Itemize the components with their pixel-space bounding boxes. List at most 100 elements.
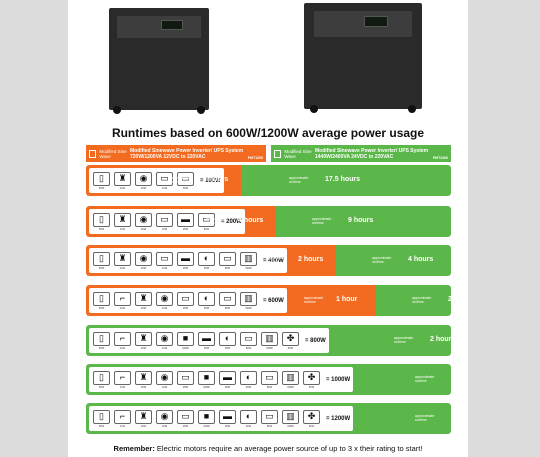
approx-runtime-label: approximate runtime	[289, 176, 309, 184]
appliance-list: ▯50W⌐11W♜20W◉12W■100W▬25W◐30W▭80W▥150W✤6…	[89, 328, 329, 353]
pc-icon: ▥	[240, 291, 257, 306]
runtime-row: ▯50W⌐11W♜20W◉12W▭25W■100W▬25W◐30W▭80W▥15…	[86, 364, 451, 395]
appliance: ◉12W	[155, 331, 174, 350]
approx-runtime-label: approximate runtime	[304, 296, 324, 304]
remember-note: Remember: Electric motors require an ave…	[68, 444, 468, 453]
page-title: Runtimes based on 600W/1200W average pow…	[111, 126, 425, 140]
lamp-icon: ♜	[135, 370, 152, 385]
appliance-wattage: 25W	[224, 385, 231, 389]
router-icon: ▭	[156, 251, 173, 266]
monitor-icon: ▭	[219, 291, 236, 306]
pmt2400-bar	[336, 245, 451, 276]
runtime-row: ▯50W⌐11W♜20W◉12W▭25W■100W▬25W◐30W▭80W▥15…	[86, 403, 451, 434]
model-code: PMT2400	[432, 156, 448, 160]
monitor-icon: ▭	[261, 409, 278, 424]
lamp-icon: ♜	[135, 409, 152, 424]
lamp-icon: ♜	[114, 212, 131, 227]
appliance: ▭25W	[176, 409, 195, 428]
pmt2400-runtime: 2 hours	[430, 336, 451, 343]
alarm-icon: ◉	[135, 171, 152, 186]
appliance-wattage: 80W	[224, 266, 231, 270]
appliance-wattage: 150W	[287, 385, 294, 389]
badge-label: Modified Sine Wave	[284, 148, 312, 159]
lamp-icon: ♜	[114, 171, 131, 186]
desk-lamp-icon: ⌐	[114, 291, 131, 306]
total-wattage: = 400W	[263, 257, 284, 264]
inverter-cabinet-small	[109, 8, 209, 114]
approx-runtime-label: approximate runtime	[415, 414, 435, 422]
appliance: ▯50W	[92, 212, 111, 231]
appliance-wattage: 11W	[120, 385, 125, 389]
cabinet-display	[364, 16, 388, 27]
appliance: ▯50W	[92, 331, 111, 350]
appliance-wattage: 80W	[245, 346, 252, 350]
appliance-wattage: 12W	[161, 227, 168, 231]
appliance-wattage: 20W	[140, 186, 147, 190]
appliance-wattage: 12W	[161, 306, 168, 310]
alarm-icon: ◉	[156, 291, 173, 306]
appliance: ▯50W	[92, 370, 111, 389]
sine-wave-icon	[89, 149, 97, 158]
total-wattage: = 600W	[263, 297, 284, 304]
appliance: ♜11W	[113, 171, 132, 190]
appliance: ▭12W	[155, 171, 174, 190]
total-wattage: = 1000W	[326, 376, 351, 383]
appliance-wattage: 20W	[140, 424, 147, 428]
header-description: Modified Sinewave Power Inverter/ UPS Sy…	[315, 147, 429, 160]
pmt2400-bar	[241, 165, 451, 196]
appliance-wattage: 12W	[161, 186, 168, 190]
pmt1200-runtime: 2 hours	[298, 256, 324, 263]
appliance-wattage: 30W	[245, 424, 252, 428]
desk-lamp-icon: ⌐	[114, 370, 131, 385]
appliance-wattage: 80W	[203, 227, 210, 231]
appliance-list: ▯50W⌐11W♜20W◉12W▭25W■100W▬25W◐30W▭80W▥15…	[89, 406, 354, 431]
appliance-list: ▯50W⌐11W♜20W◉12W▭25W■100W▬25W◐30W▭80W▥15…	[89, 367, 354, 392]
router-icon: ▭	[156, 212, 173, 227]
appliance: ♜20W	[134, 370, 153, 389]
appliance: ⌐11W	[113, 331, 132, 350]
header-description: Modified Sinewave Power Inverter/ UPS Sy…	[130, 147, 244, 160]
appliance-wattage: 12W	[161, 424, 168, 428]
decoder-icon: ▬	[219, 370, 236, 385]
appliance: ▥150W	[260, 331, 279, 350]
desk-lamp-icon: ⌐	[114, 409, 131, 424]
fan-icon: ✤	[282, 331, 299, 346]
appliance-wattage: 25W	[182, 424, 189, 428]
dish-icon: ◐	[219, 331, 236, 346]
appliance: ▭12W	[155, 251, 174, 270]
appliance-wattage: 100W	[203, 385, 210, 389]
approx-runtime-label: approximate runtime	[412, 296, 432, 304]
appliance-wattage: 11W	[120, 346, 125, 350]
router-icon: ▭	[177, 409, 194, 424]
appliance-wattage: 12W	[161, 346, 168, 350]
monitor-icon: ▭	[261, 370, 278, 385]
appliance: ⌐11W	[113, 370, 132, 389]
alarm-icon: ◉	[135, 251, 152, 266]
wheel-icon	[197, 106, 205, 114]
appliance: ▬25W	[176, 212, 195, 231]
appliance-wattage: 25W	[182, 227, 189, 231]
appliance: ◉12W	[155, 409, 174, 428]
appliance: ♜11W	[113, 212, 132, 231]
total-wattage: = 200W	[221, 218, 242, 225]
appliance-wattage: 60W	[308, 424, 315, 428]
wheel-icon	[113, 106, 121, 114]
decoder-icon: ▬	[198, 331, 215, 346]
approx-runtime-label: approximate runtime	[394, 336, 414, 344]
appliance-wattage: 20W	[140, 227, 147, 231]
alarm-icon: ◉	[135, 212, 152, 227]
appliance: ▬25W	[218, 409, 237, 428]
pmt2400-runtime: 2.5 hours	[448, 296, 451, 303]
appliance: ▭25W	[176, 291, 195, 310]
phone-icon: ▯	[93, 291, 110, 306]
appliance-wattage: 30W	[203, 306, 210, 310]
appliance-list: ▯50W♜11W◉20W▭12W▬25W◐30W▭80W▥150W= 400W	[89, 248, 287, 273]
monitor-icon: ▭	[198, 212, 215, 227]
appliance: ♜20W	[134, 331, 153, 350]
appliance: ✤60W	[302, 370, 321, 389]
fan-icon: ✤	[303, 409, 320, 424]
inverter-cabinet-large	[304, 3, 422, 113]
appliance-wattage: 50W	[98, 227, 105, 231]
appliance-wattage: 80W	[266, 424, 273, 428]
